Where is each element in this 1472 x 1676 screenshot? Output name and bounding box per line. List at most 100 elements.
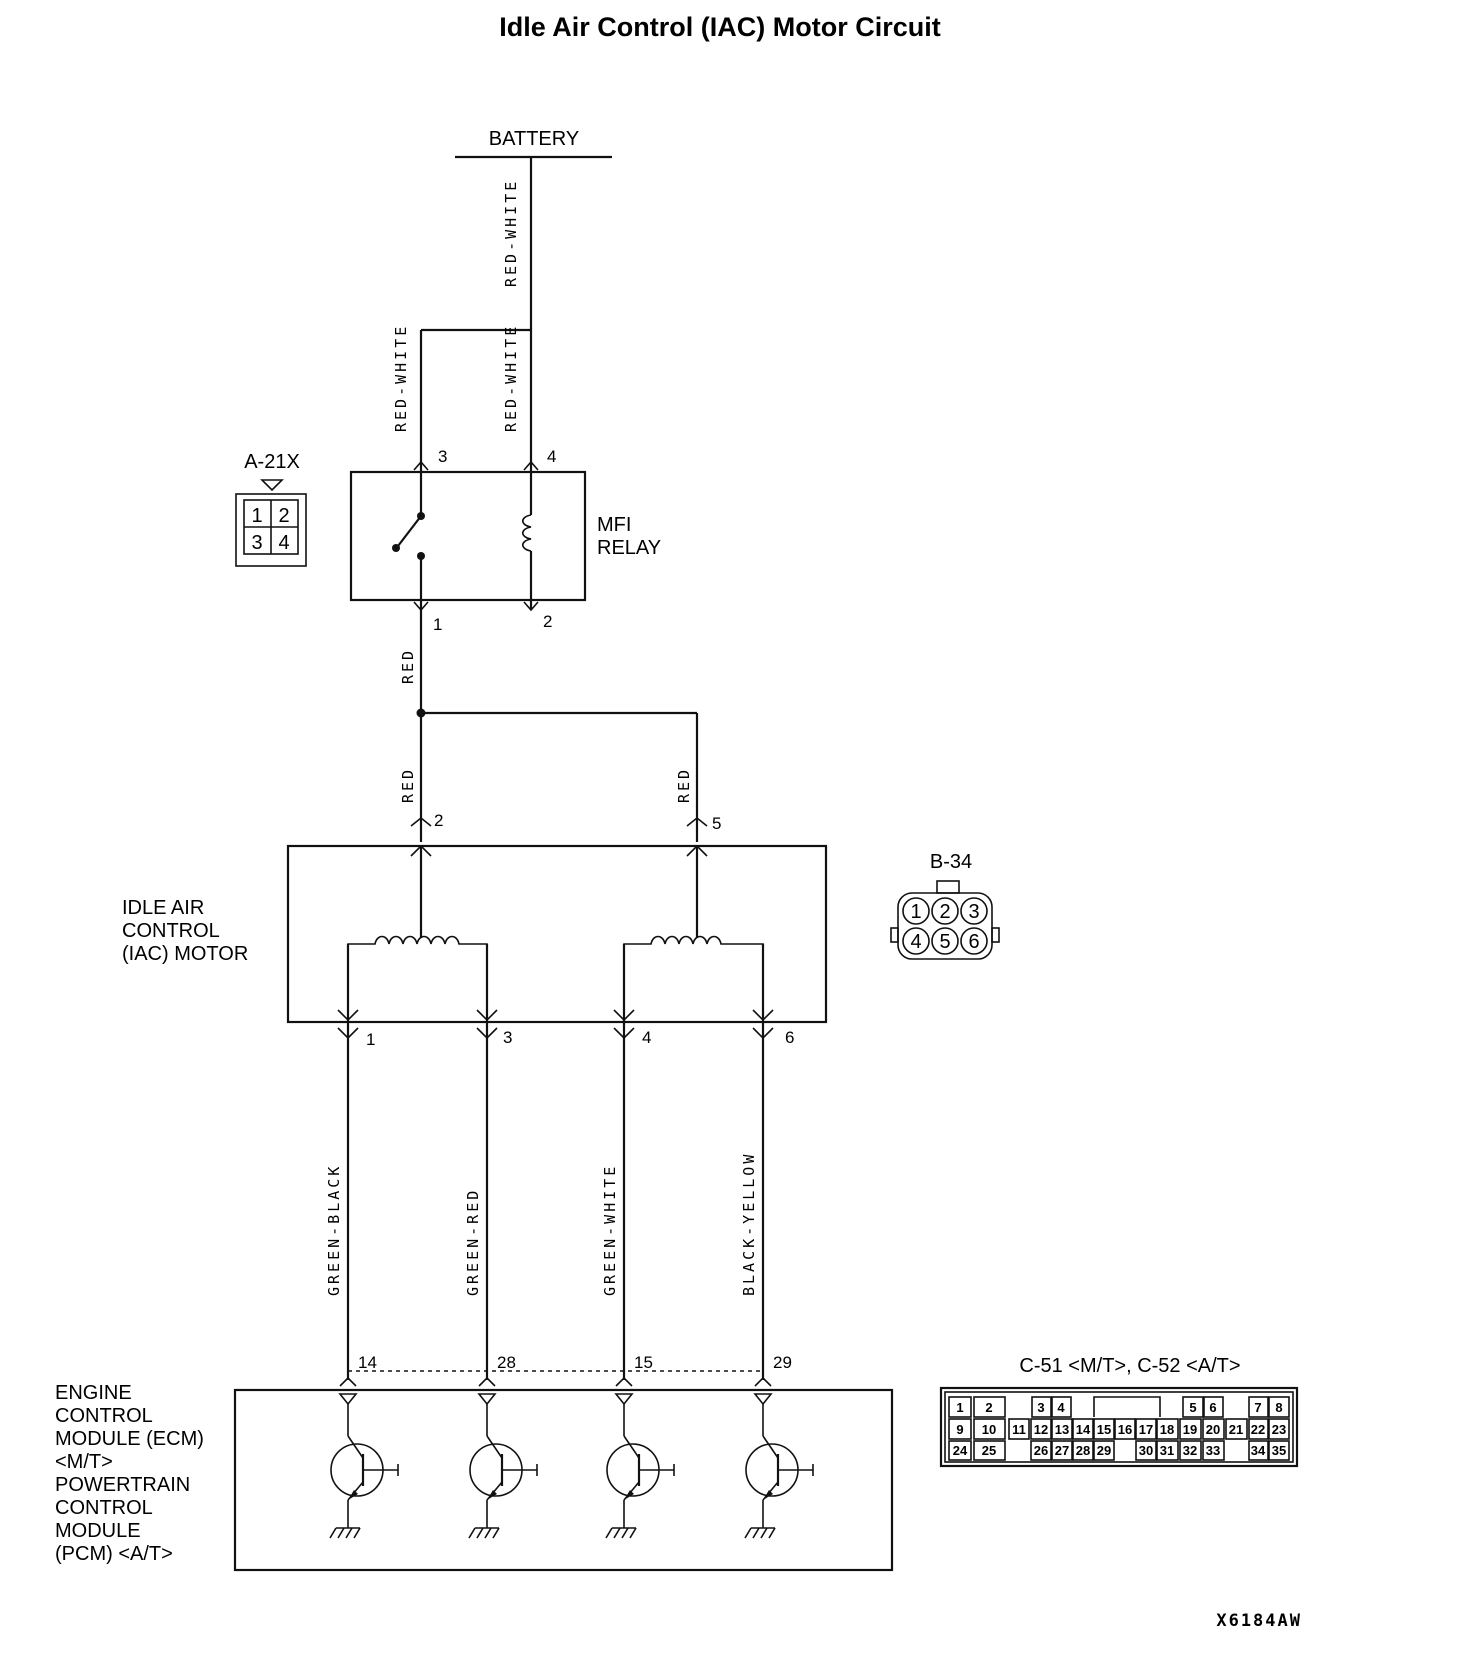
- connector-c51-label: C-51 <M/T>, C-52 <A/T>: [1019, 1355, 1240, 1377]
- c51-cell-25: 25: [982, 1443, 996, 1458]
- connector-key-icon: [260, 479, 284, 492]
- ecm-label-line5: POWERTRAIN: [55, 1474, 190, 1496]
- a21x-cell-4: 4: [278, 532, 289, 554]
- b34-cell-6: 6: [968, 931, 979, 953]
- ecm-pin-14: 14: [358, 1353, 377, 1372]
- c51-cell-35: 35: [1272, 1443, 1286, 1458]
- ecm-module: ENGINE CONTROL MODULE (ECM) <M/T> POWERT…: [55, 1382, 894, 1572]
- connector-c51-c52: C-51 <M/T>, C-52 <A/T> 1 2 3 4 5 6 7 8: [939, 1355, 1299, 1468]
- relay-pin-4: 4: [547, 447, 556, 466]
- c51-cell-2: 2: [985, 1400, 992, 1415]
- iac-to-ecm-wiring: GREEN-BLACK GREEN-RED GREEN-WHITE BLACK-…: [325, 1040, 792, 1387]
- c51-cell-26: 26: [1034, 1443, 1048, 1458]
- a21x-cell-1: 1: [251, 505, 262, 527]
- c51-cell-27: 27: [1055, 1443, 1069, 1458]
- connector-b34: B-34 1 2 3 4 5 6: [890, 851, 1000, 960]
- b34-cell-3: 3: [968, 901, 979, 923]
- c51-cell-12: 12: [1034, 1422, 1048, 1437]
- c51-cell-1: 1: [956, 1400, 963, 1415]
- a21x-cell-2: 2: [278, 505, 289, 527]
- c51-cell-10: 10: [982, 1422, 996, 1437]
- wire-label-relay-pin3: RED-WHITE: [392, 324, 410, 432]
- c51-cell-17: 17: [1139, 1422, 1153, 1437]
- driver-input-icon: [338, 1393, 358, 1406]
- c51-cell-21: 21: [1229, 1422, 1243, 1437]
- relay-pin-2: 2: [543, 612, 552, 631]
- wire-label-iac-pin1: GREEN-BLACK: [325, 1164, 343, 1296]
- diagram-title: Idle Air Control (IAC) Motor Circuit: [499, 12, 940, 42]
- relay-label-line1: MFI: [597, 514, 631, 536]
- ecm-label-line2: CONTROL: [55, 1405, 153, 1427]
- battery-terminal: BATTERY: [455, 128, 612, 159]
- wire-label-iac-pin3: GREEN-RED: [464, 1188, 482, 1296]
- ecm-label-line8: (PCM) <A/T>: [55, 1543, 173, 1565]
- relay-pin-1: 1: [433, 615, 442, 634]
- wire-label-battery-feed: RED-WHITE: [502, 179, 520, 287]
- mfi-relay: 3 4 1 2 MFI RELAY: [349, 447, 661, 634]
- wire-label-relay-out: RED: [399, 648, 417, 684]
- c51-cell-20: 20: [1206, 1422, 1220, 1437]
- c51-cell-11: 11: [1012, 1422, 1026, 1437]
- c51-cell-5: 5: [1189, 1400, 1196, 1415]
- c51-cell-28: 28: [1076, 1443, 1090, 1458]
- connector-b34-label: B-34: [930, 851, 972, 873]
- c51-cell-14: 14: [1076, 1422, 1091, 1437]
- iac-label-line2: CONTROL: [122, 920, 220, 942]
- a21x-cell-3: 3: [251, 532, 262, 554]
- c51-cell-7: 7: [1254, 1400, 1261, 1415]
- c51-cell-34: 34: [1251, 1443, 1266, 1458]
- c51-cell-31: 31: [1160, 1443, 1174, 1458]
- b34-cell-5: 5: [939, 931, 950, 953]
- c51-cell-8: 8: [1275, 1400, 1282, 1415]
- c51-cell-22: 22: [1251, 1422, 1265, 1437]
- ecm-pin-15: 15: [634, 1353, 653, 1372]
- iac-pin-4: 4: [642, 1028, 651, 1047]
- c51-cell-32: 32: [1183, 1443, 1197, 1458]
- ecm-label-line7: MODULE: [55, 1520, 141, 1542]
- c51-cell-16: 16: [1118, 1422, 1132, 1437]
- b34-cell-1: 1: [910, 901, 921, 923]
- relay-to-iac-wiring: RED RED RED: [399, 610, 699, 842]
- wire-label-iac-pin5: RED: [675, 767, 693, 803]
- wire-label-iac-pin6: BLACK-YELLOW: [740, 1152, 758, 1296]
- driver-input-icon: [477, 1393, 497, 1406]
- b34-cell-2: 2: [939, 901, 950, 923]
- iac-label-line3: (IAC) MOTOR: [122, 943, 248, 965]
- c51-cell-6: 6: [1209, 1400, 1216, 1415]
- transistor-driver-2: [468, 1393, 538, 1539]
- c51-cell-33: 33: [1206, 1443, 1220, 1458]
- ecm-pin-29: 29: [773, 1353, 792, 1372]
- wire-label-relay-pin4: RED-WHITE: [502, 324, 520, 432]
- ecm-label-line3: MODULE (ECM): [55, 1428, 204, 1450]
- iac-coil-a-icon: [347, 935, 488, 947]
- transistor-driver-3: [605, 1393, 675, 1539]
- iac-label-line1: IDLE AIR: [122, 897, 204, 919]
- wire-label-iac-pin2: RED: [399, 767, 417, 803]
- c51-cell-4: 4: [1057, 1400, 1065, 1415]
- c51-cell-18: 18: [1160, 1422, 1174, 1437]
- iac-pin-2: 2: [434, 811, 443, 830]
- transistor-driver-1: [329, 1393, 399, 1539]
- b34-cell-4: 4: [910, 931, 921, 953]
- ecm-label-line6: CONTROL: [55, 1497, 153, 1519]
- transistor-driver-4: [744, 1393, 814, 1539]
- c51-cell-24: 24: [953, 1443, 968, 1458]
- driver-input-icon: [614, 1393, 634, 1406]
- iac-pin-5: 5: [712, 814, 721, 833]
- relay-pin-3: 3: [438, 447, 447, 466]
- ecm-label-line4: <M/T>: [55, 1451, 113, 1473]
- connector-a21x: A-21X 1 2 3 4: [235, 451, 307, 567]
- battery-to-relay-wiring: RED-WHITE RED-WHITE RED-WHITE: [392, 157, 533, 462]
- c51-cell-19: 19: [1183, 1422, 1197, 1437]
- iac-pin-6: 6: [785, 1028, 794, 1047]
- c51-cell-30: 30: [1139, 1443, 1153, 1458]
- relay-coil-icon: [521, 514, 532, 552]
- ecm-label: ENGINE CONTROL MODULE (ECM) <M/T> POWERT…: [55, 1382, 204, 1565]
- iac-coil-b-icon: [623, 935, 764, 947]
- ecm-pin-28: 28: [497, 1353, 516, 1372]
- c51-cell-3: 3: [1037, 1400, 1044, 1415]
- battery-label: BATTERY: [489, 128, 579, 150]
- c51-cell-15: 15: [1097, 1422, 1111, 1437]
- c51-cell-13: 13: [1055, 1422, 1069, 1437]
